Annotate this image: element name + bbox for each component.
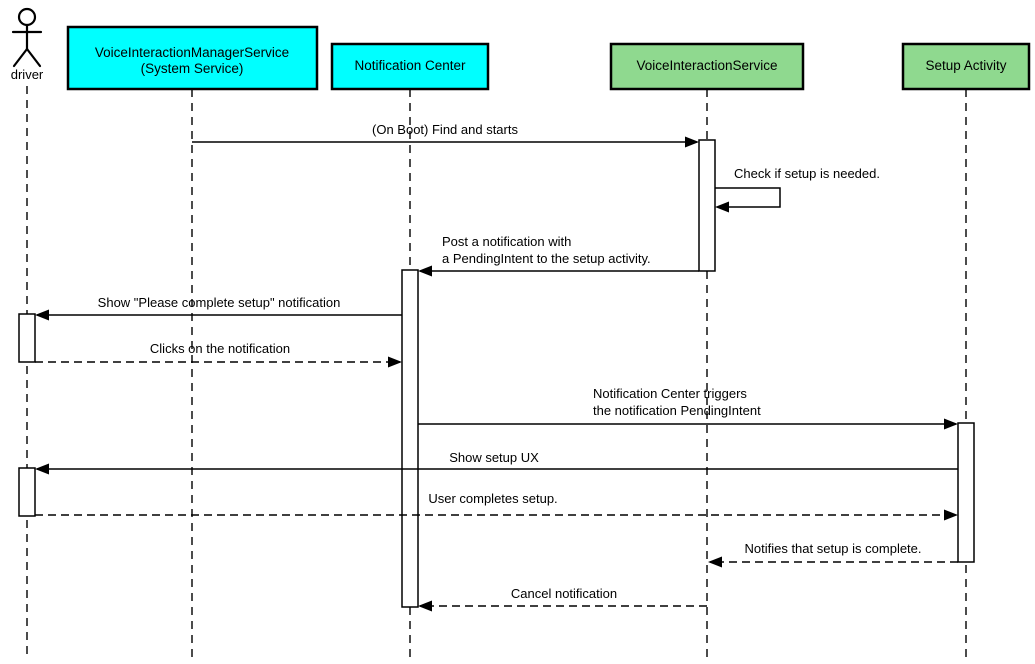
message-arrowhead-icon-8 [708,556,722,568]
participant-box-setup-activity [901,42,1031,91]
message-arrowhead-icon-9 [418,600,432,612]
message-arrowhead-icon-5 [944,418,958,430]
activation-bar-notification-center [401,269,419,608]
activation-bar-voice-interaction-service [698,139,716,272]
participant-box-voice-interaction-service [609,42,805,91]
message-self-loop-1 [715,187,781,208]
participant-box-notification-center [330,42,490,91]
message-arrowhead-icon-3 [35,309,49,321]
activation-bar-driver [18,467,36,517]
message-arrowhead-icon-2 [418,265,432,277]
actor-figure-icon [25,47,42,68]
activation-bar-driver [18,313,36,363]
participant-box-voice-interaction-manager-service [66,25,319,91]
message-arrowhead-icon-4 [388,356,402,368]
message-arrowhead-icon-1 [715,201,729,213]
message-arrowhead-icon-6 [35,463,49,475]
activation-bar-setup-activity [957,422,975,563]
message-arrowhead-icon-7 [944,509,958,521]
actor-head-icon [17,7,37,27]
message-arrowhead-icon-0 [685,136,699,148]
actor-figure-icon [12,47,29,68]
